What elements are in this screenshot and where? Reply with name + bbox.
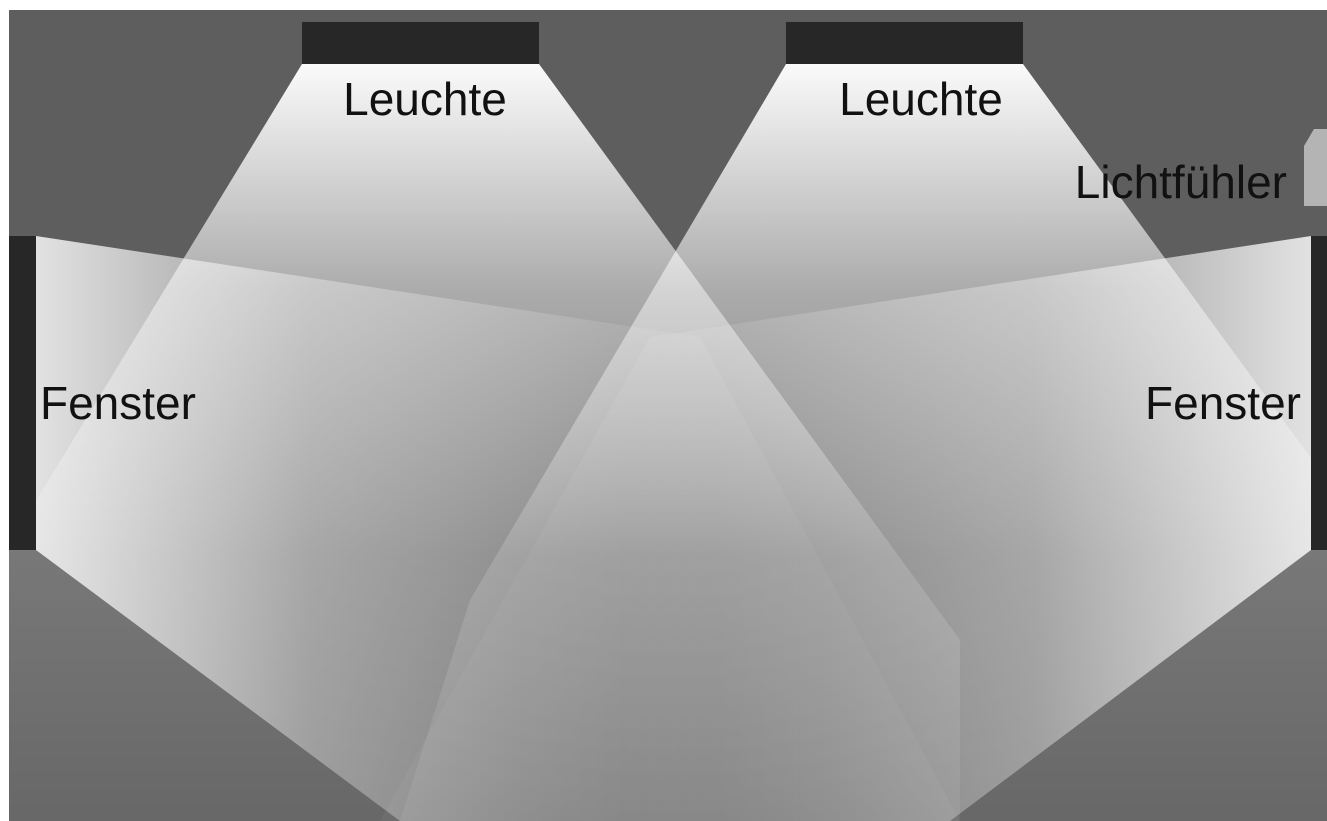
light-sensor-icon [1304, 129, 1327, 206]
light-sensor-label: Lichtfühler [1075, 156, 1287, 208]
luminaire-right [786, 22, 1023, 64]
window-right [1311, 236, 1327, 550]
window-left [9, 236, 36, 550]
window-left-label: Fenster [40, 377, 196, 429]
luminaire-left-label: Leuchte [343, 73, 507, 125]
luminaire-right-label: Leuchte [839, 73, 1003, 125]
window-right-label: Fenster [1145, 377, 1301, 429]
luminaire-left [302, 22, 539, 64]
